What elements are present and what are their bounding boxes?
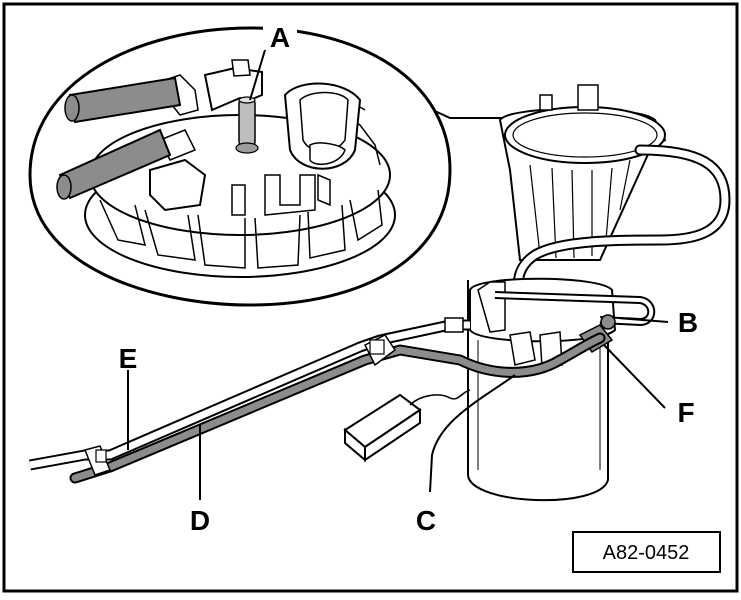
line-clip-left: [83, 445, 112, 476]
callout-label-d: D: [190, 505, 210, 536]
line-clip-mid: [363, 334, 397, 367]
callout-label-a: A: [270, 22, 290, 53]
fuel-gauge-sender: [343, 389, 471, 463]
figure-reference-box: A82-0452: [572, 531, 721, 573]
fuel-delivery-unit: [467, 84, 731, 502]
leader-line-c: [429, 374, 516, 493]
callout-label-f: F: [677, 397, 694, 428]
callout-label-c: C: [416, 505, 436, 536]
leader-line-f: [603, 344, 666, 409]
connector-pin-a: [235, 96, 259, 154]
callout-label-e: E: [119, 343, 138, 374]
line-d: [71, 334, 604, 482]
pump-flange-detail: [56, 59, 396, 278]
line-coupling-right: [444, 317, 464, 333]
detail-zoom-callout: A: [28, 22, 575, 307]
figure-reference-number: A82-0452: [603, 542, 690, 564]
leader-line-b: [617, 317, 669, 323]
callout-label-b: B: [678, 307, 698, 338]
leader-line-a: [249, 49, 266, 101]
